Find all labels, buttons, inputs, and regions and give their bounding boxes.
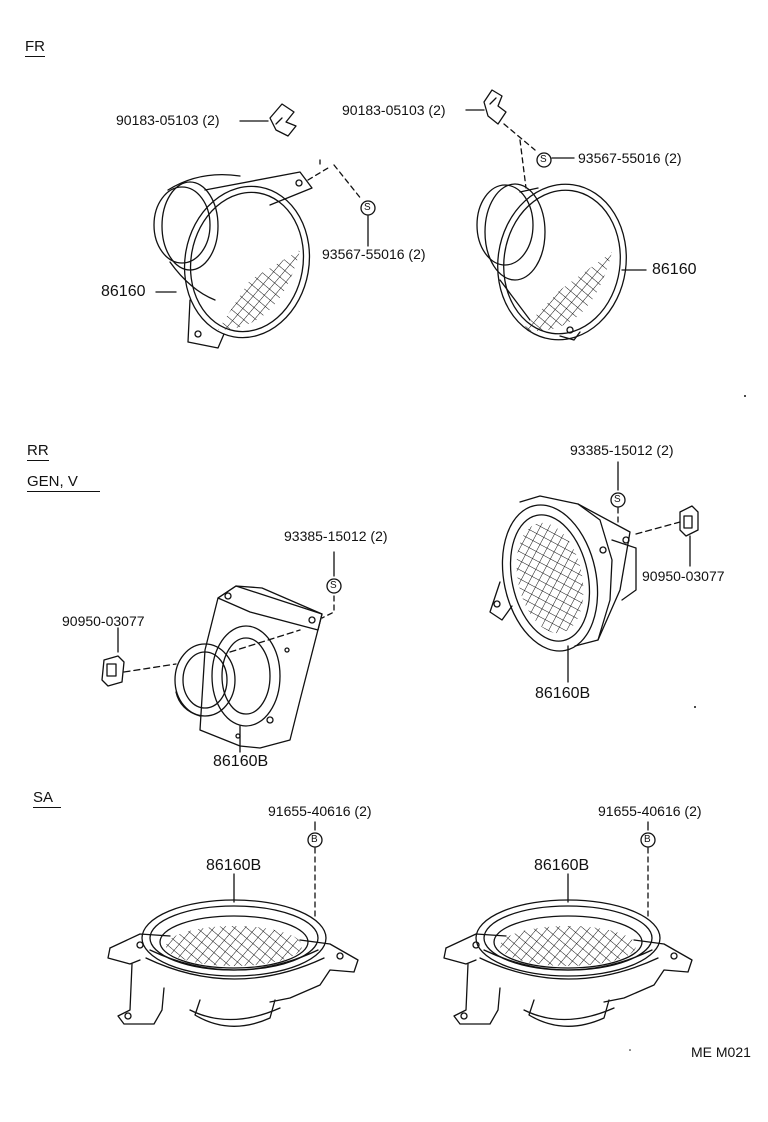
fr-right-leaders	[465, 109, 647, 271]
rr-left-screw	[326, 578, 342, 594]
fr-right-screw	[536, 152, 552, 168]
rr-right-screw	[610, 492, 626, 508]
rr-left-speaker-part-number: 86160B	[213, 753, 269, 770]
fr-right-screw-mark: S	[540, 154, 547, 165]
sa-left-bolt-part-number: 91655-40616 (2)	[268, 803, 372, 819]
fr-left-clip	[269, 103, 297, 137]
rr-right-nut	[679, 505, 699, 537]
section-label-sa: SA	[33, 789, 62, 808]
section-label-rr: RR	[27, 442, 49, 461]
fr-right-speaker	[476, 183, 627, 341]
fr-right-clip-part-number: 90183-05103 (2)	[342, 102, 446, 118]
sa-right-bolt-mark: B	[644, 834, 651, 845]
rr-left-speaker	[174, 585, 323, 749]
sa-right-bolt	[640, 832, 656, 848]
rr-right-leaders	[567, 461, 691, 683]
rr-right-nut-part-number: 90950-03077	[642, 568, 725, 584]
fr-left-screw-part-number: 93567-55016 (2)	[322, 246, 426, 262]
figure-code: ME M021	[691, 1044, 751, 1060]
sa-left-bolt	[307, 832, 323, 848]
fr-right-screw-part-number: 93567-55016 (2)	[578, 150, 682, 166]
sa-left-bolt-mark: B	[311, 834, 318, 845]
rr-left-nut	[101, 655, 125, 687]
scan-speckles	[629, 395, 746, 1051]
sa-right-speaker-part-number: 86160B	[534, 857, 590, 874]
section-label-fr: FR	[25, 38, 45, 57]
fr-left-screw-mark: S	[364, 202, 371, 213]
fr-left-speaker-part-number: 86160	[101, 283, 146, 300]
sa-right-leaders	[567, 821, 649, 921]
rr-right-speaker-part-number: 86160B	[535, 685, 591, 702]
fr-right-clip	[483, 89, 507, 125]
sa-left-leaders	[233, 821, 316, 921]
fr-left-clip-part-number: 90183-05103 (2)	[116, 112, 220, 128]
rr-right-screw-part-number: 93385-15012 (2)	[570, 442, 674, 458]
sa-right-speaker	[443, 899, 693, 1027]
fr-left-speaker	[153, 171, 313, 349]
fr-right-speaker-part-number: 86160	[652, 261, 697, 278]
rr-right-speaker	[489, 495, 637, 652]
fr-left-leaders	[155, 120, 369, 293]
sa-right-bolt-part-number: 91655-40616 (2)	[598, 803, 702, 819]
rr-left-leaders	[117, 551, 335, 753]
rr-right-screw-mark: S	[614, 494, 621, 505]
section-label-gen-v: GEN, V	[27, 473, 100, 492]
sa-left-speaker-part-number: 86160B	[206, 857, 262, 874]
rr-left-nut-part-number: 90950-03077	[62, 613, 145, 629]
rr-left-screw-mark: S	[330, 580, 337, 591]
rr-left-screw-part-number: 93385-15012 (2)	[284, 528, 388, 544]
sa-left-speaker	[107, 899, 359, 1027]
fr-left-screw	[360, 200, 376, 216]
